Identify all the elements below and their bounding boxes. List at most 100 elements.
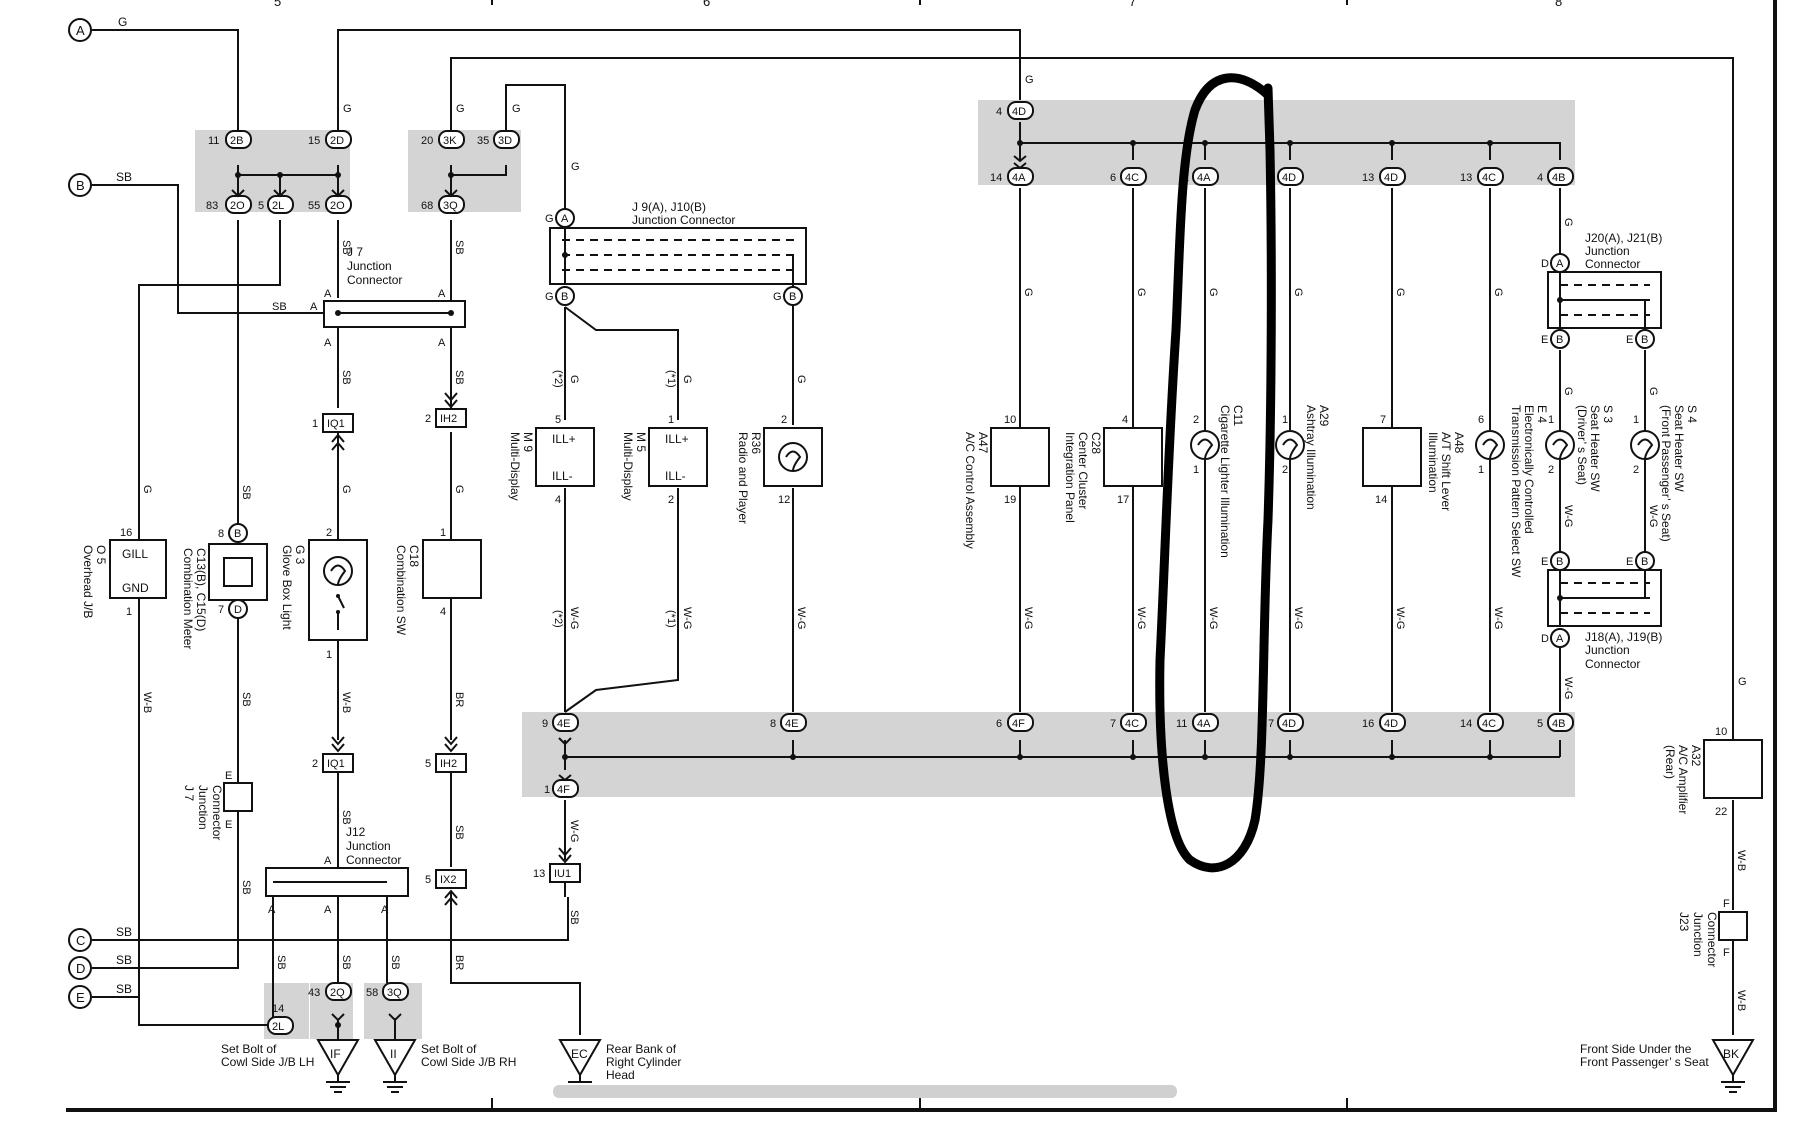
svg-text:Seat Heater SW: Seat Heater SW bbox=[1588, 405, 1602, 492]
svg-text:1: 1 bbox=[1633, 414, 1639, 426]
svg-text:1: 1 bbox=[1193, 464, 1199, 476]
svg-text:13: 13 bbox=[533, 868, 545, 880]
svg-text:4C: 4C bbox=[1482, 718, 1496, 730]
svg-text:2L: 2L bbox=[272, 1021, 284, 1033]
svg-text:4D: 4D bbox=[1384, 718, 1398, 730]
svg-text:4: 4 bbox=[996, 106, 1002, 118]
svg-text:35: 35 bbox=[477, 135, 489, 147]
junction-connector-J23: FF J23 Junction Connector bbox=[1677, 898, 1748, 967]
horizontal-scrollbar[interactable] bbox=[553, 1085, 1177, 1098]
svg-text:D: D bbox=[1541, 258, 1549, 270]
svg-text:Ashtray Illumination: Ashtray Illumination bbox=[1304, 405, 1318, 510]
svg-text:A29: A29 bbox=[1317, 405, 1331, 427]
component-S3: 12 S 3 Seat Heater SW (Driver’ s Seat) bbox=[1545, 405, 1615, 492]
pin-4B-5: 4B5 bbox=[1537, 713, 1574, 732]
svg-text:7: 7 bbox=[1110, 718, 1116, 730]
svg-text:A47: A47 bbox=[976, 432, 990, 454]
component-M5: ILL+ ILL- 12 M 5 Multi-Display bbox=[621, 414, 708, 506]
svg-text:G: G bbox=[1292, 288, 1304, 297]
svg-text:4C: 4C bbox=[1482, 172, 1496, 184]
connector-E-label: E bbox=[76, 990, 85, 1005]
svg-text:14: 14 bbox=[1460, 718, 1472, 730]
svg-text:2: 2 bbox=[781, 414, 787, 426]
svg-text:BR: BR bbox=[453, 692, 465, 707]
pin-4D-r: 4D bbox=[1277, 167, 1304, 186]
svg-text:17: 17 bbox=[1117, 494, 1129, 506]
svg-text:1: 1 bbox=[544, 784, 550, 796]
svg-text:G: G bbox=[340, 485, 352, 494]
svg-text:7: 7 bbox=[218, 604, 224, 616]
svg-text:4E: 4E bbox=[785, 718, 798, 730]
svg-text:J 7: J 7 bbox=[347, 245, 363, 259]
svg-text:G: G bbox=[545, 213, 554, 225]
svg-text:7: 7 bbox=[1380, 414, 1386, 426]
svg-text:22: 22 bbox=[1715, 806, 1727, 818]
svg-text:4A: 4A bbox=[1197, 172, 1211, 184]
svg-text:(*1): (*1) bbox=[665, 370, 677, 388]
svg-text:B: B bbox=[234, 528, 241, 540]
svg-text:S 3: S 3 bbox=[1601, 405, 1615, 423]
svg-text:A: A bbox=[1556, 633, 1564, 645]
svg-text:16: 16 bbox=[1362, 718, 1374, 730]
svg-text:II: II bbox=[390, 1047, 397, 1061]
svg-text:IQ1: IQ1 bbox=[327, 418, 345, 430]
wire-color-D: SB bbox=[116, 953, 132, 967]
svg-text:Junction: Junction bbox=[196, 785, 210, 830]
svg-text:IH2: IH2 bbox=[440, 413, 457, 425]
svg-text:SB: SB bbox=[240, 880, 252, 895]
svg-text:1: 1 bbox=[668, 414, 674, 426]
junction-connector-J9: J 9(A), J10(B) Junction Connector AG BG … bbox=[545, 200, 807, 306]
svg-text:Combination Meter: Combination Meter bbox=[181, 548, 195, 649]
svg-text:J20(A), J21(B): J20(A), J21(B) bbox=[1585, 231, 1662, 245]
svg-text:13: 13 bbox=[1362, 172, 1374, 184]
svg-text:Overhead J/B: Overhead J/B bbox=[81, 545, 95, 618]
svg-text:M 5: M 5 bbox=[634, 432, 648, 452]
svg-text:W-G: W-G bbox=[1492, 607, 1504, 629]
col-number-6: 6 bbox=[703, 0, 710, 9]
pin-4E-8: 4E8 bbox=[770, 713, 807, 732]
svg-text:2O: 2O bbox=[230, 200, 245, 212]
svg-text:E: E bbox=[1626, 556, 1633, 568]
svg-text:19: 19 bbox=[1004, 494, 1016, 506]
svg-text:4A: 4A bbox=[1197, 718, 1211, 730]
svg-text:G: G bbox=[343, 103, 352, 115]
wire-color-C: SB bbox=[116, 925, 132, 939]
pin-4B-4: 4B4 bbox=[1537, 167, 1574, 186]
svg-text:G: G bbox=[1647, 387, 1659, 396]
svg-text:4D: 4D bbox=[1282, 172, 1296, 184]
svg-text:ILL+: ILL+ bbox=[665, 432, 689, 446]
connector-D-label: D bbox=[76, 961, 85, 976]
svg-text:G: G bbox=[1562, 387, 1574, 396]
svg-text:Electronically Controlled: Electronically Controlled bbox=[1522, 405, 1536, 534]
svg-text:G: G bbox=[512, 103, 521, 115]
ground-EC: EC Rear Bank of Right Cylinder Head bbox=[558, 1039, 681, 1093]
svg-text:EC: EC bbox=[571, 1047, 588, 1061]
svg-text:E: E bbox=[225, 819, 232, 831]
col-number-7: 7 bbox=[1129, 0, 1136, 9]
svg-text:G: G bbox=[1207, 288, 1219, 297]
svg-text:G: G bbox=[1394, 288, 1406, 297]
svg-text:BK: BK bbox=[1723, 1047, 1739, 1061]
svg-text:B: B bbox=[561, 291, 568, 303]
svg-text:6: 6 bbox=[1110, 172, 1116, 184]
component-S4: 12 S 4 Seat Heater SW (Front Passenger’ … bbox=[1630, 405, 1699, 542]
svg-text:6: 6 bbox=[1478, 414, 1484, 426]
svg-text:A: A bbox=[310, 301, 318, 313]
connector-C-label: C bbox=[76, 933, 85, 948]
svg-text:SB: SB bbox=[568, 910, 580, 925]
svg-text:4E: 4E bbox=[557, 718, 570, 730]
col-number-5: 5 bbox=[274, 0, 281, 9]
svg-text:Right Cylinder: Right Cylinder bbox=[606, 1055, 681, 1069]
svg-text:C28: C28 bbox=[1089, 432, 1103, 454]
pin-4D-top: 4D4 bbox=[996, 101, 1034, 120]
svg-text:4C: 4C bbox=[1125, 718, 1139, 730]
svg-text:IX2: IX2 bbox=[440, 874, 457, 886]
svg-text:J 7: J 7 bbox=[182, 785, 196, 801]
